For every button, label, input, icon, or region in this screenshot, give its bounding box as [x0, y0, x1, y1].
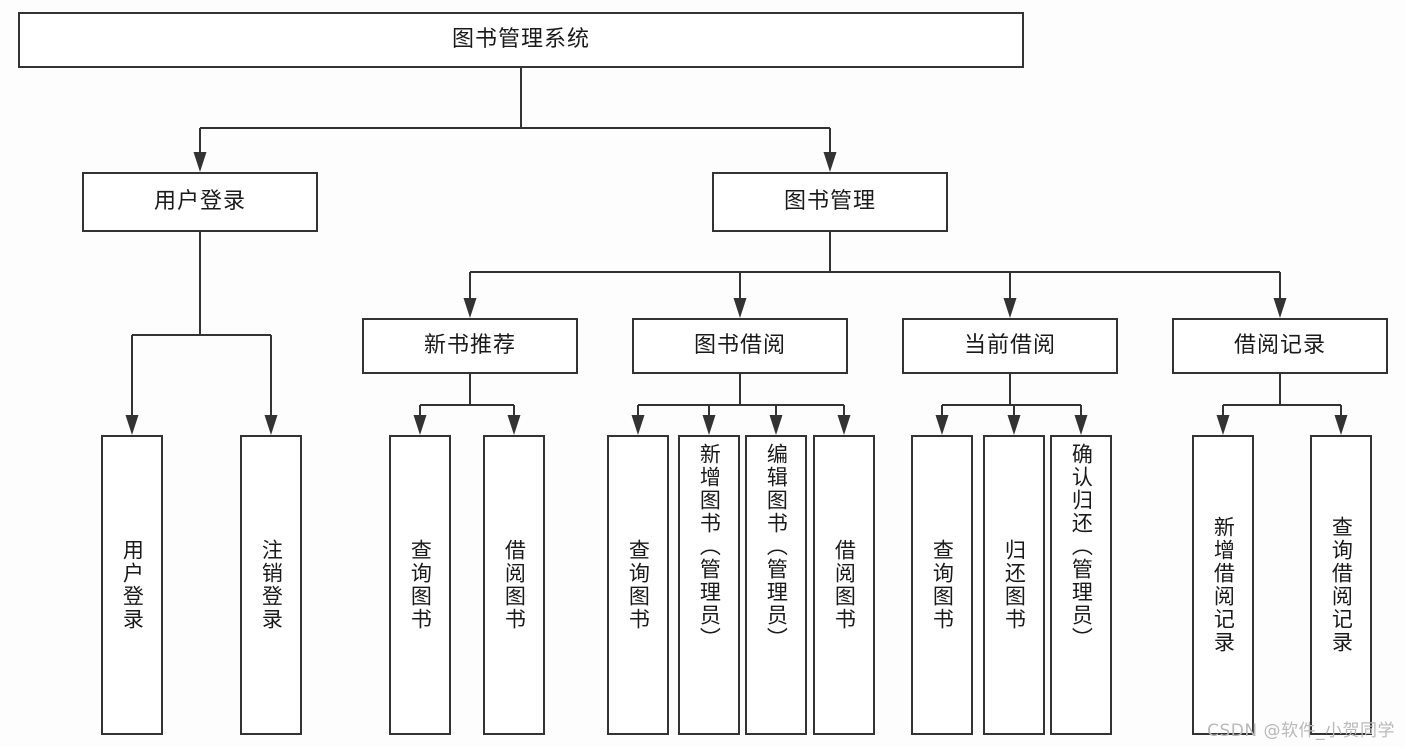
connector-arrowhead: [125, 415, 139, 435]
node-leaf-borrow-book-1[interactable]: 借阅图书: [483, 435, 545, 735]
connector-arrowhead: [702, 415, 716, 435]
node-label: 查询图书: [408, 539, 433, 631]
node-label: 借阅图书: [502, 539, 527, 631]
connector-arrowhead: [935, 415, 949, 435]
node-book-borrow[interactable]: 图书借阅: [632, 318, 848, 374]
connector-arrowhead: [733, 298, 747, 318]
node-leaf-add-record[interactable]: 新增借阅记录: [1192, 435, 1254, 735]
node-leaf-user-login[interactable]: 用户登录: [101, 435, 163, 735]
node-borrow-record[interactable]: 借阅记录: [1172, 318, 1388, 374]
node-user-login[interactable]: 用户登录: [82, 172, 318, 232]
node-label: 借阅记录: [1233, 332, 1326, 358]
connector-group: [125, 68, 1348, 435]
connector-arrowhead: [1216, 415, 1230, 435]
node-label: 用户登录: [153, 188, 246, 214]
node-label: 编辑图书（管理员）: [764, 443, 789, 650]
node-label: 查询图书: [626, 539, 651, 631]
node-label: 确认归还（管理员）: [1069, 443, 1094, 650]
node-label: 新书推荐: [423, 332, 516, 358]
connector-arrowhead: [1074, 415, 1088, 435]
node-label: 查询借阅记录: [1329, 516, 1354, 654]
connector-arrowhead: [769, 415, 783, 435]
node-leaf-query-book-2[interactable]: 查询图书: [607, 435, 669, 735]
node-label: 图书管理系统: [451, 26, 590, 52]
node-leaf-borrow-book-2[interactable]: 借阅图书: [813, 435, 875, 735]
connector-arrowhead: [1334, 415, 1348, 435]
node-root[interactable]: 图书管理系统: [18, 12, 1024, 68]
node-leaf-add-book[interactable]: 新增图书（管理员）: [678, 435, 740, 735]
connector-arrowhead: [264, 415, 278, 435]
node-label: 归还图书: [1002, 539, 1027, 631]
node-leaf-query-record[interactable]: 查询借阅记录: [1310, 435, 1372, 735]
connector-arrowhead: [413, 415, 427, 435]
node-label: 图书管理: [783, 188, 876, 214]
node-label: 新增图书（管理员）: [697, 443, 722, 650]
node-label: 用户登录: [120, 539, 145, 631]
node-leaf-return-book[interactable]: 归还图书: [983, 435, 1045, 735]
node-label: 图书借阅: [693, 332, 786, 358]
node-leaf-query-book-3[interactable]: 查询图书: [911, 435, 973, 735]
node-leaf-confirm-return[interactable]: 确认归还（管理员）: [1050, 435, 1112, 735]
connector-arrowhead: [823, 152, 837, 172]
node-leaf-edit-book[interactable]: 编辑图书（管理员）: [745, 435, 807, 735]
connector-arrowhead: [1007, 415, 1021, 435]
node-leaf-user-logout[interactable]: 注销登录: [240, 435, 302, 735]
connector-arrowhead: [193, 152, 207, 172]
node-new-book-rec[interactable]: 新书推荐: [362, 318, 578, 374]
connector-arrowhead: [1273, 298, 1287, 318]
node-leaf-query-book-1[interactable]: 查询图书: [389, 435, 451, 735]
connector-arrowhead: [837, 415, 851, 435]
node-label: 当前借阅: [963, 332, 1056, 358]
node-label: 注销登录: [259, 539, 284, 631]
connector-arrowhead: [507, 415, 521, 435]
node-current-borrow[interactable]: 当前借阅: [902, 318, 1118, 374]
node-label: 查询图书: [930, 539, 955, 631]
node-book-manage[interactable]: 图书管理: [712, 172, 948, 232]
connector-arrowhead: [463, 298, 477, 318]
csdn-watermark: CSDN @软件_小贺同学: [1207, 721, 1395, 741]
connector-arrowhead: [631, 415, 645, 435]
node-label: 新增借阅记录: [1211, 516, 1236, 654]
connector-arrowhead: [1003, 298, 1017, 318]
node-label: 借阅图书: [832, 539, 857, 631]
